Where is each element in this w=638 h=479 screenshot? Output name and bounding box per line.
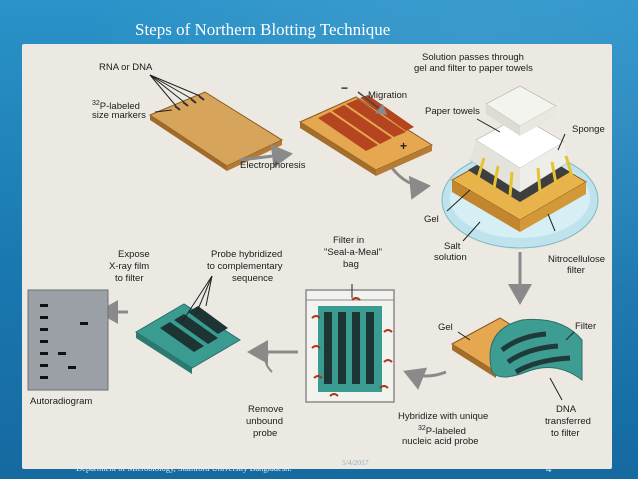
label-dna: DNA [556, 404, 577, 415]
label-nitrocellulose-filter: filter [567, 265, 585, 276]
label-electrophoresis: Electrophoresis [240, 160, 306, 171]
label-solution: solution [434, 252, 467, 263]
label-nitrocellulose: Nitrocellulose [548, 254, 606, 265]
label-gel-top: Gel [424, 214, 439, 225]
label-hybridize-unique: Hybridize with unique [398, 411, 489, 422]
label-bag: bag [343, 259, 359, 270]
blot-pointer-lines [446, 118, 566, 242]
arrow-to-blotting [390, 167, 431, 200]
label-size-markers: size markers [92, 110, 146, 121]
footer-date: 5/4/2017 [342, 458, 369, 467]
hybridized-filter [135, 303, 241, 374]
autoradiogram-film [27, 289, 109, 391]
label-solution-passes: Solution passes through [422, 52, 524, 63]
label-probe: probe [253, 428, 278, 439]
electrophoresis-gel [298, 95, 434, 176]
label-x-ray-film: X-ray film [109, 261, 150, 272]
seal-a-meal-bag [305, 289, 395, 403]
slide-title: Steps of Northern Blotting Technique [135, 20, 391, 39]
label-paper-towels: Paper towels [425, 106, 480, 117]
footer-department: Department of Microbiology, Stamford Uni… [76, 463, 292, 473]
label-rna-or-dna: RNA or DNA [99, 62, 153, 73]
label-transferred: transferred [545, 416, 591, 427]
label-filter: Filter [575, 321, 597, 332]
label-to-complementary: to complementary [207, 261, 283, 272]
label-sequence: sequence [232, 273, 274, 284]
gel-with-wells [148, 91, 284, 171]
blotting-apparatus [441, 85, 599, 249]
label-unbound: unbound [246, 416, 283, 427]
curve-remove-probe [264, 353, 273, 373]
transfer-pointer-lines [457, 331, 575, 401]
label-gel-bottom: Gel [438, 322, 453, 333]
probe-pointer-lines [181, 275, 213, 323]
label-salt: Salt [444, 241, 461, 252]
plus-sign: + [400, 139, 407, 153]
page-number: 4 [546, 464, 552, 475]
arrow-to-hybridize [403, 367, 447, 390]
label-sponge: Sponge [572, 124, 605, 135]
label-filter-in: Filter in [333, 235, 365, 246]
label-migration: Migration [368, 90, 408, 101]
label-p32-labeled: 32P-labeled [418, 425, 466, 438]
label-nucleic-acid-probe: nucleic acid probe [402, 436, 479, 447]
minus-sign: − [341, 81, 348, 95]
arrow-to-electrophoresis [239, 144, 293, 169]
label-autoradiogram: Autoradiogram [30, 396, 93, 407]
rna-pointer-lines [149, 74, 201, 113]
label-probe-hybridized: Probe hybridized [211, 249, 283, 260]
label-remove: Remove [248, 404, 284, 415]
arrow-migration [357, 91, 388, 115]
label-solution-passes-2: gel and filter to paper towels [414, 63, 533, 74]
label-to-filter-dna: to filter [551, 428, 580, 439]
gel-filter-transfer [451, 317, 583, 382]
label-seal-a-meal: "Seal-a-Meal" [324, 247, 382, 258]
label-expose: Expose [118, 249, 150, 260]
label-p32-size-markers: 32P-labeled [92, 100, 140, 113]
label-to-filter: to filter [115, 273, 144, 284]
